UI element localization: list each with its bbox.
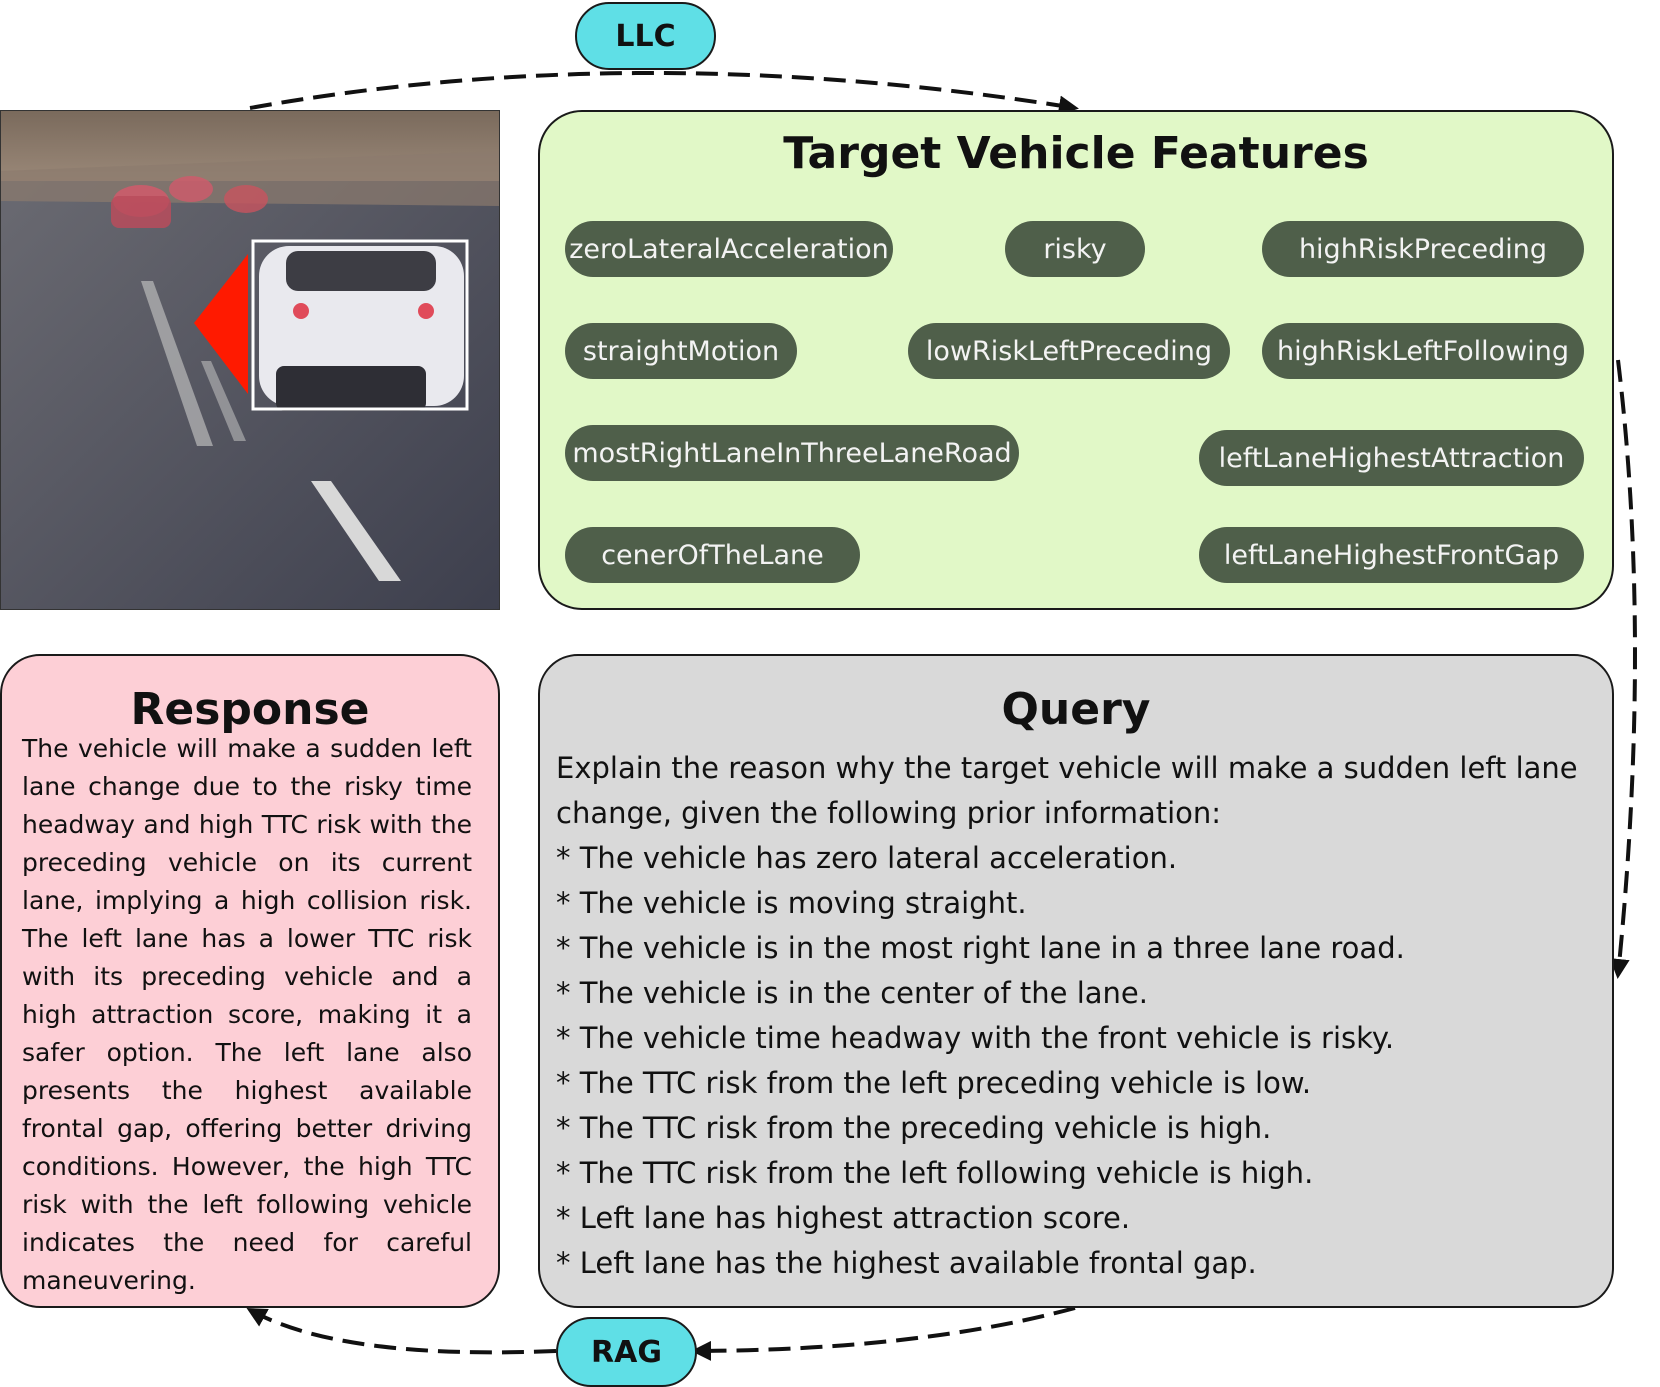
- response-text: The vehicle will make a sudden left lane…: [22, 734, 472, 1295]
- query-item: * Left lane has the highest available fr…: [556, 1246, 1257, 1280]
- llc-node: LLC: [575, 2, 716, 70]
- rag-to-response-arrow: [246, 1308, 557, 1355]
- query-intro: Explain the reason why the target vehicl…: [556, 751, 1578, 830]
- response-panel: Response The vehicle will make a sudden …: [0, 654, 500, 1308]
- feature-tag: leftLaneHighestAttraction: [1199, 430, 1584, 486]
- query-panel: Query Explain the reason why the target …: [538, 654, 1614, 1308]
- feature-tag: mostRightLaneInThreeLaneRoad: [565, 425, 1019, 481]
- rag-node: RAG: [556, 1317, 697, 1387]
- query-item: * The vehicle is in the most right lane …: [556, 931, 1405, 965]
- query-title: Query: [1001, 684, 1151, 735]
- query-item: * The vehicle is in the center of the la…: [556, 976, 1148, 1010]
- llc-arrow: [249, 71, 1079, 116]
- target-marker-triangle: [194, 254, 248, 394]
- feature-tag: risky: [1005, 221, 1145, 277]
- feature-tag: highRiskPreceding: [1262, 221, 1584, 277]
- query-item: * The vehicle has zero lateral accelerat…: [556, 841, 1178, 875]
- query-item: * Left lane has highest attraction score…: [556, 1201, 1131, 1235]
- feature-tag: lowRiskLeftPreceding: [908, 323, 1230, 379]
- feature-tag: cenerOfTheLane: [565, 527, 860, 583]
- feature-tag: zeroLateralAcceleration: [565, 221, 893, 277]
- query-item: * The TTC risk from the left preceding v…: [556, 1066, 1312, 1100]
- feature-tag: leftLaneHighestFrontGap: [1199, 527, 1584, 583]
- target-bounding-box: [251, 239, 469, 411]
- feature-tag: highRiskLeftFollowing: [1262, 323, 1584, 379]
- query-item: * The vehicle is moving straight.: [556, 886, 1027, 920]
- dashcam-image: [0, 110, 500, 610]
- query-list: * The vehicle has zero lateral accelerat…: [556, 836, 1602, 1286]
- features-title: Target Vehicle Features: [783, 128, 1369, 179]
- response-title: Response: [130, 684, 370, 735]
- features-to-query-arrow: [1609, 359, 1637, 979]
- query-item: * The TTC risk from the preceding vehicl…: [556, 1111, 1272, 1145]
- road-scene-graphic: [1, 111, 499, 609]
- feature-tag: straightMotion: [565, 323, 797, 379]
- query-item: * The TTC risk from the left following v…: [556, 1156, 1314, 1190]
- target-vehicle-features-panel: Target Vehicle Features zeroLateralAccel…: [538, 110, 1614, 610]
- query-to-rag-arrow: [691, 1306, 1076, 1361]
- query-item: * The vehicle time headway with the fron…: [556, 1021, 1395, 1055]
